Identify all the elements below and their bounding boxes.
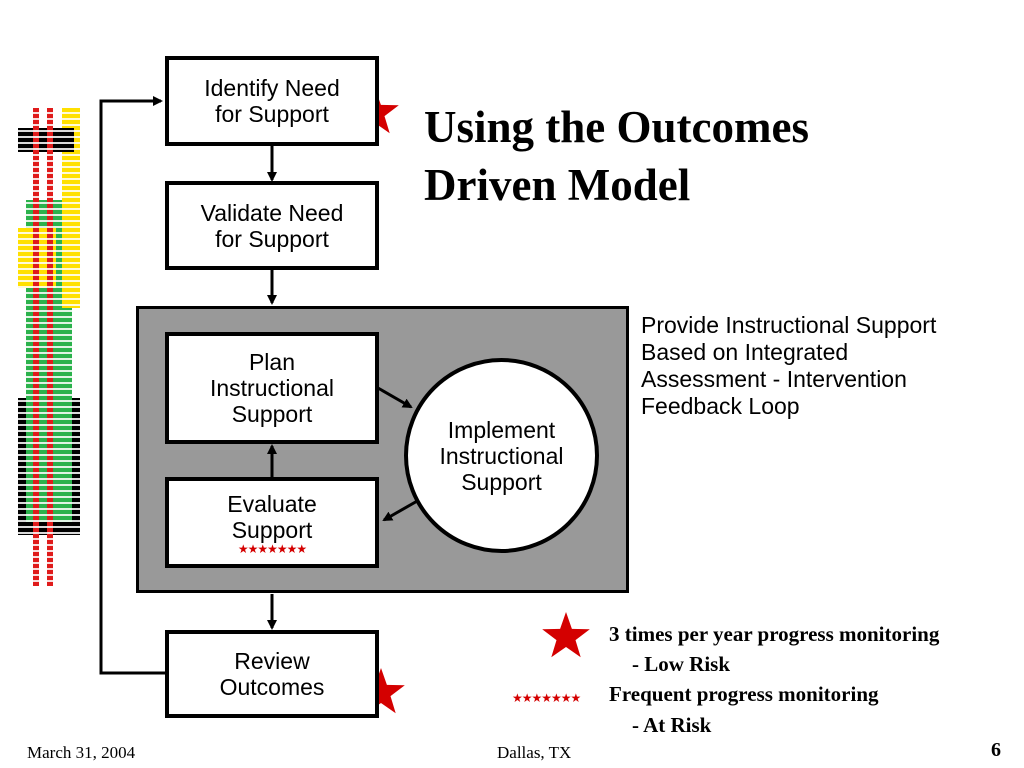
arrow-implement-to-evaluate (382, 498, 420, 522)
identify-need-box: Identify Need for Support (165, 56, 379, 146)
legend-big-star-line2: - Low Risk (632, 652, 731, 676)
evaluate-support-box: Evaluate Support ★★★★★★★ (165, 477, 379, 568)
legend-small-stars-line2: - At Risk (632, 713, 712, 737)
page-number: 6 (991, 739, 1001, 761)
star-icon (357, 668, 405, 714)
loop-description: Provide Instructional Support Based on I… (641, 312, 937, 419)
review-outcomes-box: Review Outcomes (165, 630, 379, 718)
slide-title: Using the Outcomes Driven Model (424, 102, 809, 210)
legend-small-stars-line1: Frequent progress monitoring (609, 682, 879, 706)
arrow-review-loop-to-identify (99, 96, 165, 675)
evaluate-support-label: Evaluate Support (227, 490, 317, 543)
star-icon (542, 612, 590, 658)
arrow-plan-to-implement (377, 386, 413, 409)
validate-need-box: Validate Need for Support (165, 181, 379, 270)
legend-big-star-line1: 3 times per year progress monitoring (609, 622, 940, 646)
implement-support-circle: Implement Instructional Support (404, 358, 599, 553)
at-risk-stars-icon: ★★★★★★★ (237, 541, 307, 556)
footer-location: Dallas, TX (497, 743, 572, 762)
footer-date: March 31, 2004 (27, 743, 136, 762)
plan-support-box: Plan Instructional Support (165, 332, 379, 444)
at-risk-stars-icon: ★★★★★★★ (512, 691, 581, 705)
